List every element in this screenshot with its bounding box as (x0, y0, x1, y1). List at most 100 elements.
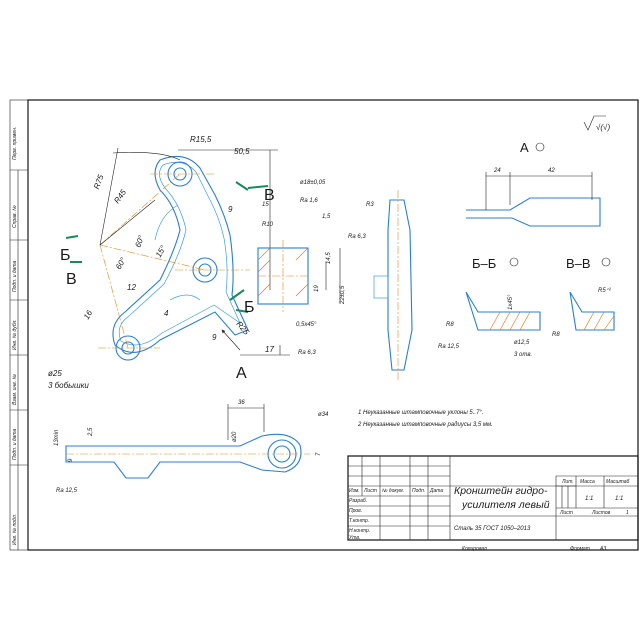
stamp-utv: Утв. (349, 535, 360, 541)
side-label-3: Подп. и дата (12, 260, 18, 292)
dim-24: 24 (493, 168, 501, 174)
general-roughness: √(√) (583, 115, 610, 132)
section-vv: В–В R5⁺² R8 (552, 256, 615, 338)
boss-section: ø18±0,05 Ra 1,6 1,5 R10 15 Ra 6,3 14,5 1… (257, 180, 366, 356)
dim-12: 12 (127, 283, 136, 292)
dim-r45: R45 (112, 188, 128, 206)
dim-9b: 9 (212, 333, 217, 342)
dim-14-5: 14,5 (326, 252, 332, 264)
dim-42: 42 (548, 168, 555, 174)
dim-d18: ø18±0,05 (300, 180, 326, 186)
view-a-title: А (520, 140, 529, 155)
view-a: А 24 42 (466, 140, 601, 227)
dim-d34: ø34 (318, 412, 329, 418)
dim-22: 22±0,5 (340, 285, 346, 305)
dim-r8b: R8 (552, 332, 560, 338)
ra-1-6: Ra 1,6 (300, 198, 318, 204)
dim-19: 19 (314, 285, 320, 292)
main-view (65, 147, 290, 361)
dim-60deg-b: 60° (114, 255, 128, 271)
stamp-prov: Пров. (349, 508, 362, 514)
dim-d12-5: ø12,5 (514, 340, 530, 346)
stamp-sheets: Листов (591, 510, 611, 516)
note-2: 2 Неуказанные штамповочные радиусы 3,5 м… (357, 422, 493, 428)
section-vv-title: В–В (566, 256, 591, 271)
dim-r10: R10 (262, 222, 274, 228)
dim-4: 4 (164, 309, 169, 318)
stamp-doc: № докум. (382, 488, 404, 494)
dim-16: 16 (82, 308, 95, 321)
side-label-5: Взам. инв. № (12, 373, 18, 405)
scale-value: 1:1 (615, 496, 623, 502)
dim-r3: R3 (366, 202, 374, 208)
marker-a-arrow: А (236, 365, 247, 382)
stamp-razrab: Разраб. (349, 498, 367, 504)
stamp-lit: Лит. (561, 479, 574, 485)
dim-50-5: 50,5 (234, 147, 250, 156)
part-name-line1: Кронштейн гидро- (454, 485, 548, 497)
technical-notes: 1 Неуказанные штамповочные уклоны 5..7°.… (357, 410, 493, 428)
bosses-note: 3 бобышки (48, 381, 89, 390)
dim-1-5: 1,5 (322, 214, 331, 220)
stamp-sheet: Лист (559, 510, 573, 516)
side-label-1: Перв. примен. (12, 127, 18, 160)
ra-12-5-b: Ra 12,5 (56, 488, 78, 494)
marker-b-left: Б (60, 247, 71, 264)
stamp-mass: Масса (580, 479, 595, 485)
ra-12-5-a: Ra 12,5 (438, 344, 460, 350)
marker-b-right: Б (244, 299, 255, 316)
material: Сталь 35 ГОСТ 1050–2013 (454, 526, 531, 532)
section-bb: Б–Б 1x45° R8 Ra 12,5 ø12,5 3 отв. (438, 256, 541, 358)
ra-6-3-a: Ra 6,3 (348, 234, 366, 240)
dim-r75: R75 (92, 173, 106, 190)
marker-v-left: В (66, 271, 77, 288)
part-name-line2: усилителя левый (461, 499, 550, 511)
sheet-frame (9, 99, 639, 551)
side-label-7: Инв. № подл. (12, 514, 18, 545)
dim-2-5: 2,5 (88, 427, 94, 437)
sheets-value: 1 (626, 510, 629, 516)
dim-17: 17 (265, 345, 274, 354)
dim-r8a: R8 (446, 322, 454, 328)
marker-v-right: В (264, 187, 275, 204)
side-label-6: Подп. и дата (12, 428, 18, 460)
ra-6-3-b: Ra 6,3 (298, 350, 316, 356)
side-view: R3 (366, 190, 413, 380)
dim-r15-5: R15,5 (190, 135, 212, 144)
format-value: A3 (599, 546, 606, 552)
stamp-list: Лист (363, 488, 377, 494)
dim-36: 36 (238, 400, 245, 406)
stamp-data: Дата (429, 488, 443, 494)
stamp-copied: Копировал (462, 546, 487, 552)
stamp-izm: Изм. (349, 488, 360, 494)
mass-value: 1:1 (585, 496, 593, 502)
dim-d25: ø25 (48, 369, 62, 378)
dim-15: 15 (262, 202, 269, 208)
dim-9c: 9 (68, 458, 74, 462)
stamp-nkontr: Н.контр. (349, 528, 370, 534)
holes-3-note: 3 отв. (514, 352, 532, 358)
stamp-tkontr: Т.контр. (349, 518, 369, 524)
dim-d20: ø20 (232, 431, 238, 442)
roughness-text: √(√) (596, 123, 610, 132)
dim-1x45: 1x45° (508, 294, 514, 310)
section-bb-title: Б–Б (472, 256, 496, 271)
dim-9: 9 (228, 205, 233, 214)
title-block: Изм. Лист № докум. Подп. Дата Разраб. Пр… (347, 455, 639, 552)
side-label-2: Справ. № (12, 205, 18, 228)
bottom-view: 36 ø34 ø20 13min 2,5 9 7 Ra 12,5 (54, 400, 329, 494)
dim-7: 7 (316, 452, 322, 456)
side-column-labels: Перв. примен. Справ. № Подп. и дата Инв.… (12, 127, 18, 545)
stamp-scale: Масштаб (606, 479, 630, 485)
note-1: 1 Неуказанные штамповочные уклоны 5..7°. (358, 410, 484, 416)
chamfer-note: 0,5x45° (296, 322, 317, 328)
stamp-format: Формат (570, 546, 590, 552)
stamp-podp: Подп. (412, 488, 425, 494)
dim-60deg: 60° (133, 233, 146, 248)
dim-r5: R5⁺² (598, 287, 612, 294)
main-view-labels: R15,5 50,5 R75 R45 60° 15° 60° 12 16 4 9… (48, 135, 275, 390)
side-label-4: Инв. № дубл. (12, 319, 18, 350)
dim-13min: 13min (54, 429, 60, 446)
dim-15deg: 15° (154, 243, 168, 259)
